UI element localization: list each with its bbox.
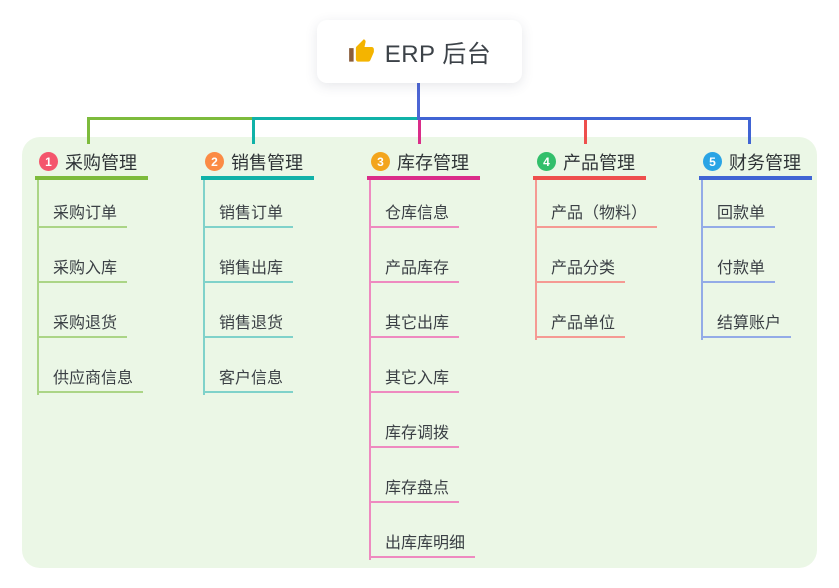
branch-number-badge: 1 [39,152,58,171]
branch-2-child-2[interactable]: 销售出库 [203,251,294,283]
child-node-label: 仓库信息 [385,205,450,222]
branch-2-child-4[interactable]: 客户信息 [203,361,294,393]
branch-2-children-trunk [203,180,205,395]
child-node-label: 销售退货 [219,315,284,332]
branch-4-child-1[interactable]: 产品（物料） [535,196,658,228]
branch-node-3[interactable]: 3 库存管理 [367,147,480,180]
child-node-label: 销售出库 [219,260,284,277]
branch-label: 采购管理 [65,152,137,173]
child-node-label: 采购入库 [53,260,118,277]
branch-1-children-trunk [37,180,39,395]
branch-node-1[interactable]: 1 采购管理 [35,147,148,180]
branch-number-badge: 4 [537,152,556,171]
branch-number-badge: 5 [703,152,722,171]
branch-3-children-trunk [369,180,371,560]
connector-drop-branch-2 [252,117,255,144]
branch-number-badge: 2 [205,152,224,171]
child-node-label: 产品库存 [385,260,450,277]
child-node-label: 库存调拨 [385,425,450,442]
child-node-label: 结算账户 [717,315,782,332]
child-node-label: 出库库明细 [385,535,466,552]
branch-2-child-1[interactable]: 销售订单 [203,196,294,228]
child-node-label: 销售订单 [219,205,284,222]
root-node[interactable]: ERP 后台 [317,20,522,83]
child-node-label: 产品单位 [551,315,616,332]
branch-4-child-3[interactable]: 产品单位 [535,306,626,338]
connector-root-vertical [417,83,420,120]
child-node-label: 付款单 [717,260,766,277]
branch-5-children-trunk [701,180,703,340]
branch-3-child-2[interactable]: 产品库存 [369,251,460,283]
branch-1-child-4[interactable]: 供应商信息 [37,361,144,393]
child-node-label: 库存盘点 [385,480,450,497]
connector-bus-green [87,117,253,120]
child-node-label: 其它出库 [385,315,450,332]
branch-5-child-1[interactable]: 回款单 [701,196,776,228]
branch-node-2[interactable]: 2 销售管理 [201,147,314,180]
branch-node-4[interactable]: 4 产品管理 [533,147,646,180]
branch-node-5[interactable]: 5 财务管理 [699,147,812,180]
branch-label: 销售管理 [231,152,303,173]
branch-5-child-2[interactable]: 付款单 [701,251,776,283]
branch-label: 库存管理 [397,152,469,173]
child-node-label: 供应商信息 [53,370,134,387]
branch-4-child-2[interactable]: 产品分类 [535,251,626,283]
child-node-label: 回款单 [717,205,766,222]
branch-4-children-trunk [535,180,537,340]
branch-3-child-3[interactable]: 其它出库 [369,306,460,338]
branch-label: 财务管理 [729,152,801,173]
branch-3-child-6[interactable]: 库存盘点 [369,471,460,503]
branch-3-child-4[interactable]: 其它入库 [369,361,460,393]
branch-2-child-3[interactable]: 销售退货 [203,306,294,338]
connector-drop-branch-3 [418,117,421,144]
connector-drop-branch-1 [87,117,90,144]
child-node-label: 其它入库 [385,370,450,387]
branch-1-child-3[interactable]: 采购退货 [37,306,128,338]
branch-1-child-2[interactable]: 采购入库 [37,251,128,283]
child-node-label: 客户信息 [219,370,284,387]
branch-3-child-1[interactable]: 仓库信息 [369,196,460,228]
branches-panel-background [22,137,817,568]
branch-number-badge: 3 [371,152,390,171]
child-node-label: 采购订单 [53,205,118,222]
child-node-label: 产品分类 [551,260,616,277]
connector-bus-blue [417,117,751,120]
branch-label: 产品管理 [563,152,635,173]
thumbs-up-icon [348,38,375,65]
branch-3-child-5[interactable]: 库存调拨 [369,416,460,448]
branch-3-child-7[interactable]: 出库库明细 [369,526,476,558]
root-node-label: ERP 后台 [384,41,492,68]
connector-bus-teal [252,117,419,120]
connector-drop-branch-5 [748,117,751,144]
branch-5-child-3[interactable]: 结算账户 [701,306,792,338]
branch-1-child-1[interactable]: 采购订单 [37,196,128,228]
child-node-label: 采购退货 [53,315,118,332]
connector-drop-branch-4 [584,117,587,144]
child-node-label: 产品（物料） [551,205,648,222]
